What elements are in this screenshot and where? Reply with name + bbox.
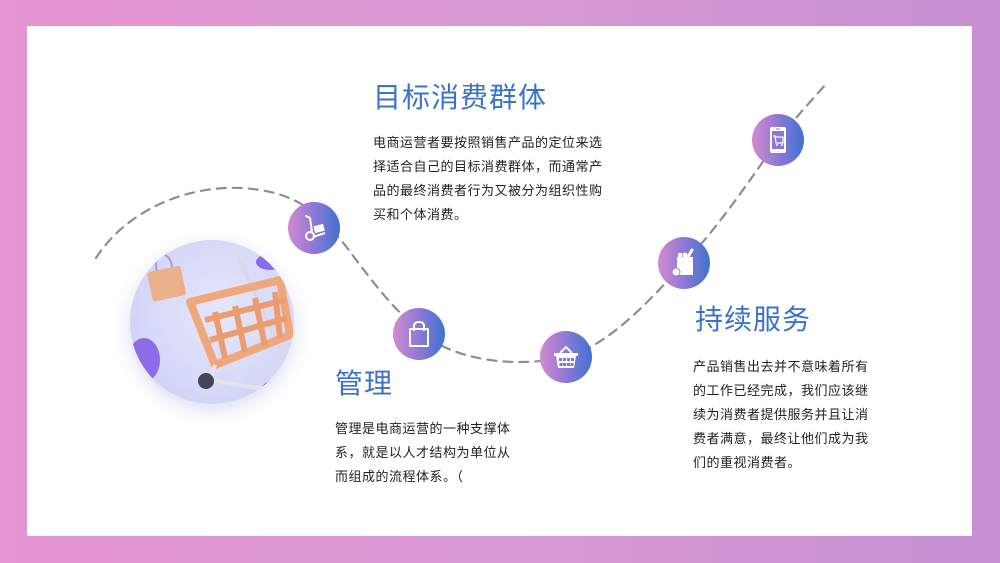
shopping-bag-icon [409, 320, 429, 347]
text-line: 的工作已经完成，我们应该继 [693, 384, 869, 399]
target-section-text: 电商运营者要按照销售产品的定位来选 择适合自己的目标消费群体，而通常产 品的最终… [373, 132, 613, 228]
shopping-cart-photo [130, 240, 294, 404]
text-line: 而组成的流程体系。（ [335, 470, 464, 485]
shopping-basket-icon-circle [540, 331, 592, 383]
service-section-text: 产品销售出去并不意味着所有 的工作已经完成，我们应该继 续为消费者提供服务并且让… [693, 356, 893, 476]
text-line: 品的最终消费者行为又被分为组织性购 [373, 184, 603, 199]
mobile-cart-icon-circle [752, 114, 804, 166]
target-section-title: 目标消费群体 [373, 81, 548, 114]
text-line: 产品销售出去并不意味着所有 [693, 360, 869, 375]
text-line: 系，就是以人才结构为单位从 [335, 446, 511, 461]
grocery-bag-icon [671, 248, 694, 277]
cart-illustration [130, 253, 294, 398]
shopping-bag-icon-circle [393, 308, 445, 360]
grocery-bag-icon-circle [658, 237, 710, 289]
mobile-cart-icon [770, 127, 786, 153]
text-line: 择适合自己的目标消费群体，而通常产 [373, 160, 603, 175]
service-section-title: 持续服务 [695, 303, 812, 336]
text-line: 电商运营者要按照销售产品的定位来选 [373, 136, 603, 151]
text-line: 们的重视消费者。 [693, 456, 802, 471]
management-section-text: 管理是电商运营的一种支撑体 系，就是以人才结构为单位从 而组成的流程体系。（ [335, 418, 535, 490]
text-line: 买和个体消费。 [373, 208, 468, 223]
text-line: 续为消费者提供服务并且让消 [693, 408, 869, 423]
text-line: 管理是电商运营的一种支撑体 [335, 422, 511, 437]
hand-truck-icon [305, 215, 326, 241]
shopping-basket-icon [554, 345, 578, 368]
text-line: 费者满意，最终让他们成为我 [693, 432, 869, 447]
management-section-title: 管理 [335, 367, 394, 400]
hand-truck-icon-circle [288, 202, 340, 254]
